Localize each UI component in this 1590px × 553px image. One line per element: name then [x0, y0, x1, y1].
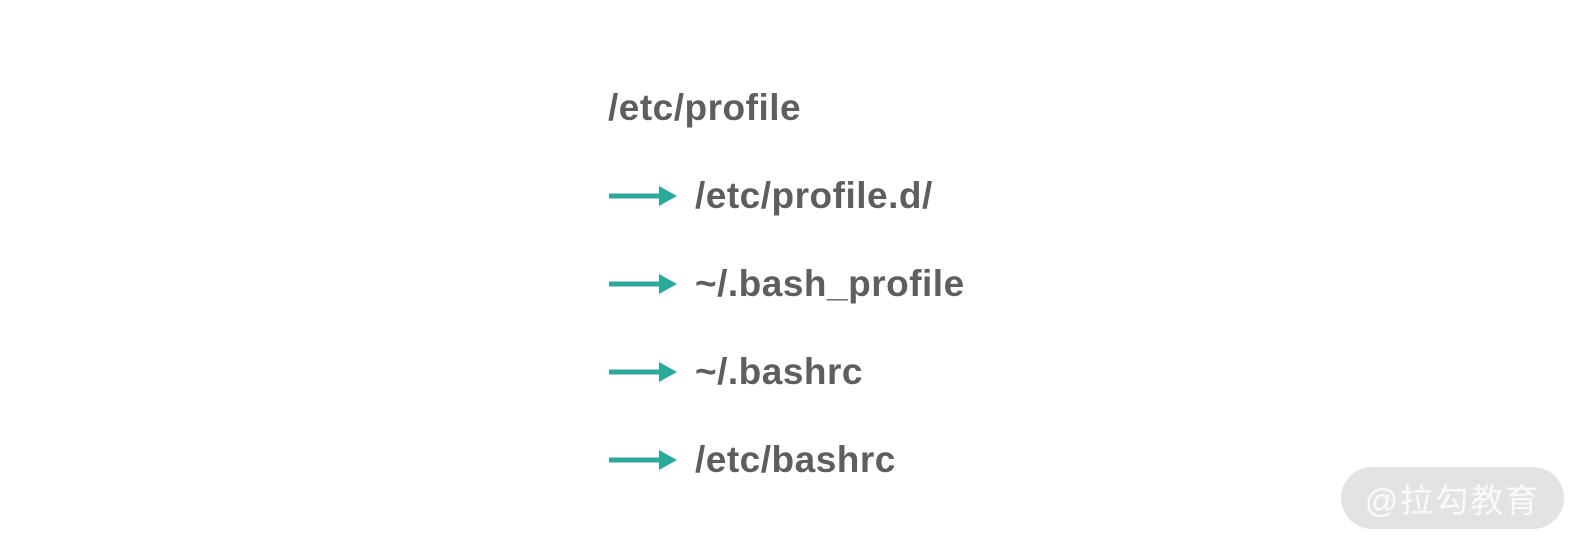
watermark-badge: @拉勾教育: [1341, 467, 1564, 529]
arrow-right-icon: [608, 447, 678, 473]
flow-row-etc-profile-d: /etc/profile.d/: [608, 171, 933, 221]
node-label: /etc/profile.d/: [695, 175, 933, 216]
arrow-right-icon: [608, 359, 678, 385]
node-label: ~/.bash_profile: [695, 263, 965, 304]
node-label: ~/.bashrc: [695, 351, 864, 392]
node-label: /etc/bashrc: [695, 439, 896, 480]
watermark-text: @拉勾教育: [1364, 482, 1541, 519]
arrow-right-icon: [608, 271, 678, 297]
node-etc-profile: /etc/profile: [608, 87, 802, 128]
arrow-right-icon: [608, 183, 678, 209]
flow-row-bashrc-home: ~/.bashrc: [608, 347, 863, 397]
flow-row-etc-bashrc: /etc/bashrc: [608, 435, 896, 485]
flow-row-bash-profile: ~/.bash_profile: [608, 259, 965, 309]
